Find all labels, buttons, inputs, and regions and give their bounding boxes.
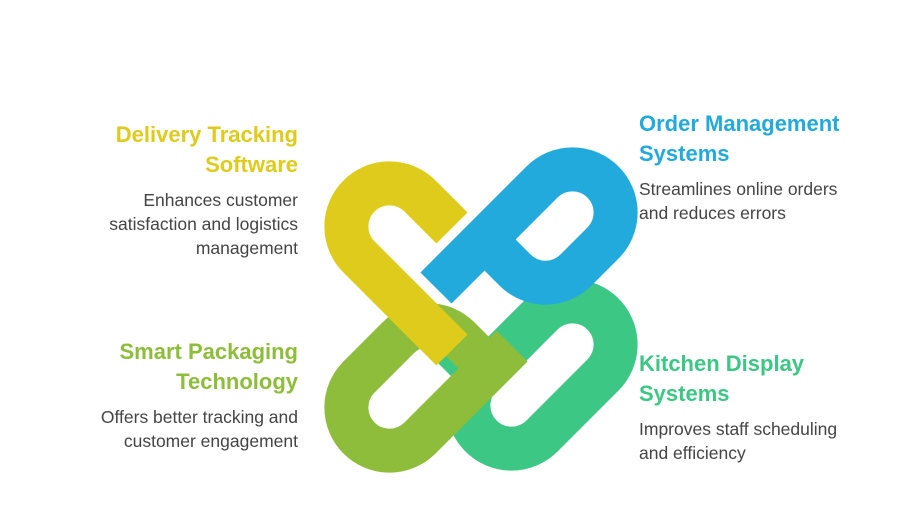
order-management-block: Order Management Systems Streamlines onl… xyxy=(639,109,889,225)
kitchen-title-line1: Kitchen Display xyxy=(639,351,805,376)
smart-packaging-block: Smart Packaging Technology Offers better… xyxy=(40,337,298,453)
delivery-title-line2: Software xyxy=(205,152,298,177)
order-title-line1: Order Management xyxy=(639,111,840,136)
smart-packaging-description: Offers better tracking and customer enga… xyxy=(40,405,298,453)
delivery-desc-line3: management xyxy=(195,238,298,258)
delivery-desc-line1: Enhances customer xyxy=(143,190,298,210)
packaging-desc-line1: Offers better tracking and xyxy=(100,407,298,427)
order-management-description: Streamlines online orders and reduces er… xyxy=(639,177,889,225)
order-desc-line2: and reduces errors xyxy=(639,203,786,223)
order-title-line2: Systems xyxy=(639,141,730,166)
delivery-tracking-title: Delivery Tracking Software xyxy=(40,120,298,180)
order-desc-line1: Streamlines online orders xyxy=(639,179,838,199)
delivery-title-line1: Delivery Tracking xyxy=(115,122,298,147)
packaging-desc-line2: customer engagement xyxy=(123,431,298,451)
packaging-title-line2: Technology xyxy=(176,369,298,394)
delivery-tracking-block: Delivery Tracking Software Enhances cust… xyxy=(40,120,298,260)
packaging-title-line1: Smart Packaging xyxy=(119,339,298,364)
kitchen-desc-line1: Improves staff scheduling xyxy=(639,419,838,439)
kitchen-display-description: Improves staff scheduling and efficiency xyxy=(639,417,889,465)
kitchen-display-block: Kitchen Display Systems Improves staff s… xyxy=(639,349,889,465)
order-management-title: Order Management Systems xyxy=(639,109,889,169)
delivery-tracking-description: Enhances customer satisfaction and logis… xyxy=(40,188,298,260)
kitchen-desc-line2: and efficiency xyxy=(639,443,746,463)
kitchen-title-line2: Systems xyxy=(639,381,730,406)
order-link-shape xyxy=(420,147,638,305)
delivery-link-shape xyxy=(324,161,468,366)
smart-packaging-title: Smart Packaging Technology xyxy=(40,337,298,397)
delivery-desc-line2: satisfaction and logistics xyxy=(109,214,298,234)
kitchen-display-title: Kitchen Display Systems xyxy=(639,349,889,409)
